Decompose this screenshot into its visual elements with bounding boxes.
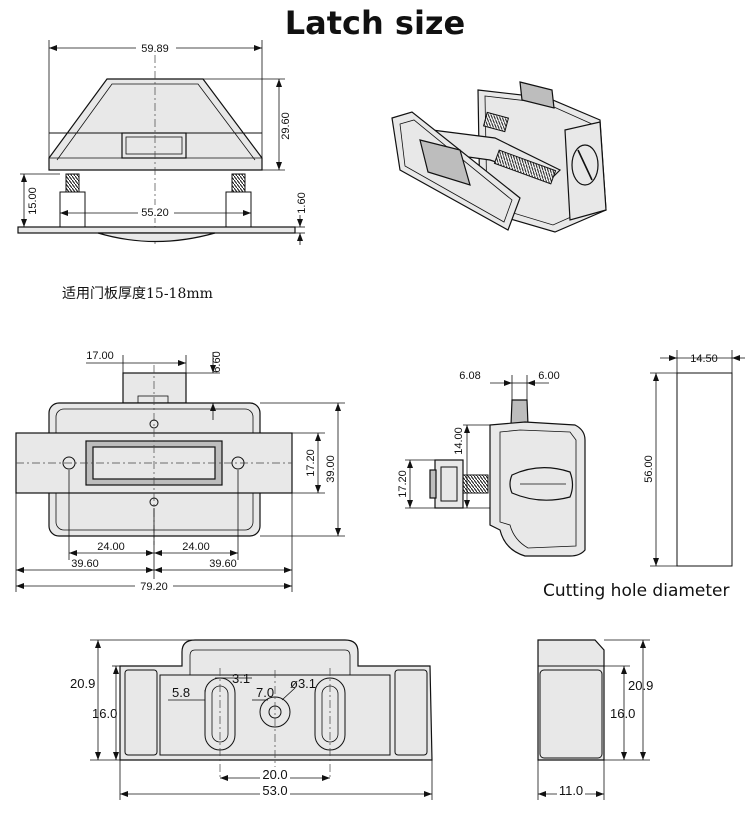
cutting-hole-view: 14.50 56.00 [643, 350, 745, 567]
front-total-width-dim: 79.20 [140, 581, 168, 593]
front-span-left-dim: 24.00 [97, 541, 125, 553]
thread-post-left [65, 173, 80, 193]
latch-front-view: 17.00 6.60 17.20 39.00 24.00 24.00 39.60… [15, 350, 345, 593]
side-stem-height-dim: 14.00 [453, 427, 465, 455]
front-top-height-dim: 6.60 [211, 351, 223, 372]
latch-side-view: 6.08 6.00 14.00 17.20 [397, 370, 586, 557]
front-half-width-left-dim: 39.60 [71, 558, 99, 570]
front-inner-height-dim: 17.20 [305, 449, 317, 477]
door-thickness-note: 适用门板厚度15-18mm [62, 286, 213, 302]
strike-side-height-total-dim: 20.9 [628, 678, 653, 693]
strike-slot-width-dim: 5.8 [172, 685, 190, 700]
front-total-height-dim: 39.00 [325, 455, 337, 483]
base-height-dim: 15.00 [27, 187, 39, 215]
strike-height-total-dim: 20.9 [70, 676, 95, 691]
strike-slot-offset-dim: 3.1 [232, 671, 250, 686]
side-button-height-dim: 17.20 [397, 470, 409, 498]
strike-plate-front-view: 20.9 16.0 3.1 5.8 7.0 ø3.1 20.0 53.0 [70, 639, 433, 800]
strike-slot-spacing-dim: 20.0 [262, 767, 287, 782]
strike-center-dim: 7.0 [256, 685, 274, 700]
base-width-dim: 55.20 [141, 207, 169, 219]
strike-plate-side-view: 20.9 16.0 11.0 [537, 639, 653, 800]
cutting-hole-height-dim: 56.00 [643, 455, 655, 483]
latch-top-view: 59.89 29.60 55.20 15.00 1.60 [17, 40, 308, 245]
top-height-dim: 29.60 [280, 112, 292, 140]
cutting-hole-caption: Cutting hole diameter [543, 581, 730, 601]
thread-post-right [231, 173, 246, 193]
front-half-width-right-dim: 39.60 [209, 558, 237, 570]
latch-isometric-sketch [391, 81, 607, 233]
side-left-dim: 6.08 [459, 370, 480, 382]
plate-thickness-dim: 1.60 [296, 192, 308, 213]
strike-hole-diameter-dim: ø3.1 [290, 676, 316, 691]
page-title: Latch size [285, 4, 466, 42]
strike-side-height-inner-dim: 16.0 [610, 706, 635, 721]
cutting-hole-width-dim: 14.50 [690, 353, 718, 365]
side-right-dim: 6.00 [538, 370, 559, 382]
top-width-dim: 59.89 [141, 43, 169, 55]
strike-total-width-dim: 53.0 [262, 783, 287, 798]
front-top-offset-dim: 17.00 [86, 350, 114, 362]
strike-side-width-dim: 11.0 [559, 783, 583, 798]
strike-height-inner-dim: 16.0 [92, 706, 117, 721]
front-span-right-dim: 24.00 [182, 541, 210, 553]
